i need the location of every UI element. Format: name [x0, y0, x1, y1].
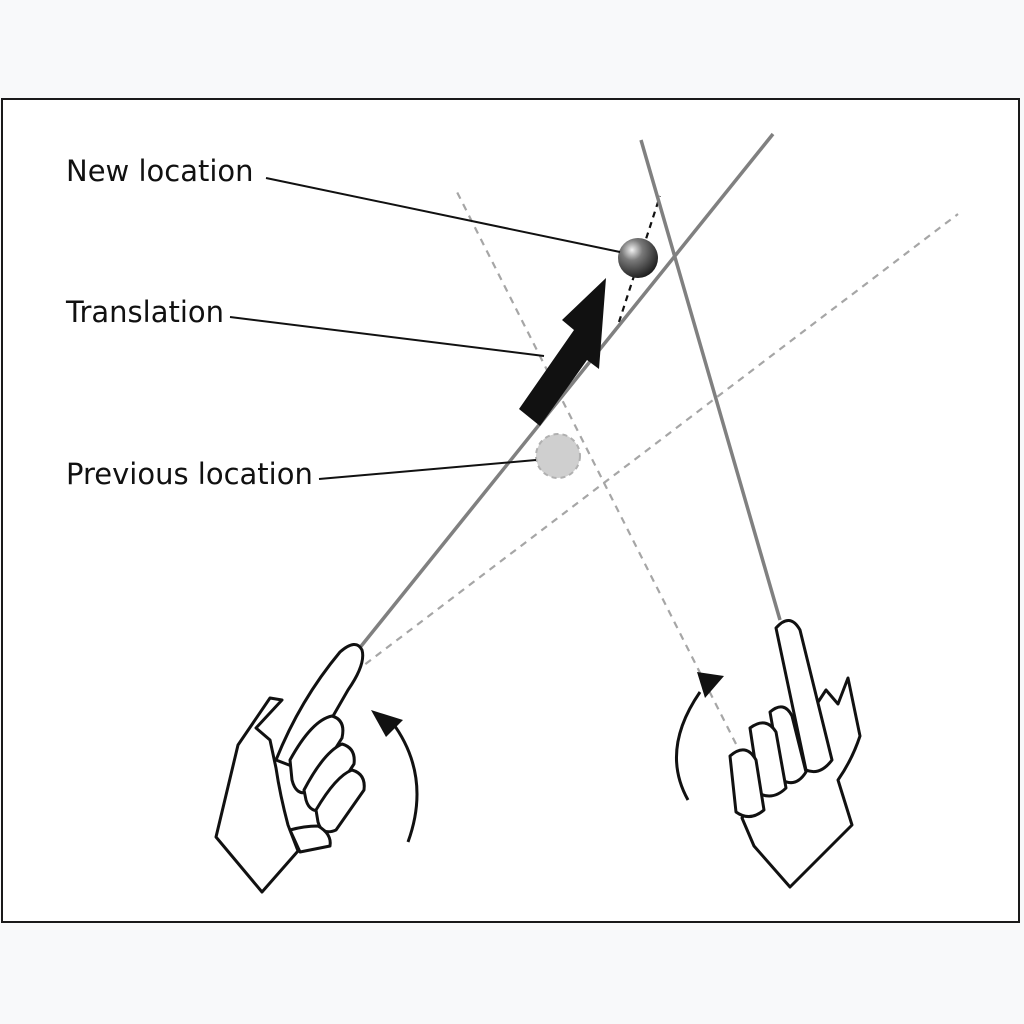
new-location-label: New location	[66, 154, 254, 188]
new-location-leader	[265, 177, 621, 253]
right-previous-ray	[455, 189, 737, 745]
left-previous-ray	[354, 213, 959, 673]
figure-frame	[1, 98, 1020, 923]
previous-location-label: Previous location	[66, 457, 313, 491]
previous-location-marker	[535, 433, 581, 479]
right-pointing-hand-icon	[728, 619, 862, 889]
previous-location-leader	[318, 459, 537, 480]
translation-label: Translation	[66, 295, 225, 329]
right-rotation-arrow-icon	[674, 672, 724, 801]
translation-arrow	[519, 278, 606, 426]
right-current-ray	[639, 139, 782, 621]
left-current-ray	[356, 132, 775, 652]
left-rotation-arrow-icon	[371, 710, 419, 843]
left-pointing-hand-icon	[214, 643, 366, 894]
new-location-marker	[618, 238, 658, 278]
translation-leader	[229, 316, 545, 357]
